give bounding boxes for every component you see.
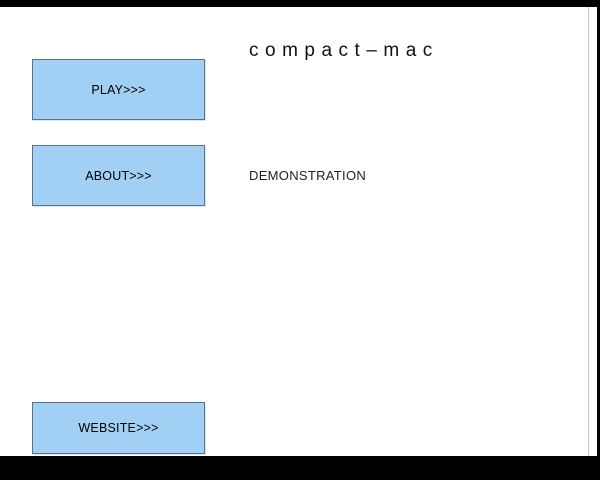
play-button-label: PLAY>>> — [91, 82, 146, 97]
play-button[interactable]: PLAY>>> — [32, 59, 205, 120]
website-button[interactable]: WEBSITE>>> — [32, 402, 205, 454]
page-title: compact–mac — [249, 40, 439, 61]
letterbox-bar-bottom — [0, 456, 600, 480]
about-button[interactable]: ABOUT>>> — [32, 145, 205, 206]
about-button-label: ABOUT>>> — [85, 168, 152, 183]
website-button-label: WEBSITE>>> — [78, 421, 159, 435]
letterbox-bar-top — [0, 0, 600, 7]
stage-area: PLAY>>> ABOUT>>> WEBSITE>>> compact–mac … — [0, 7, 588, 456]
content-heading: DEMONSTRATION — [249, 168, 367, 183]
letterbox-bar-right — [597, 0, 600, 480]
stage-right-edge — [588, 7, 589, 456]
